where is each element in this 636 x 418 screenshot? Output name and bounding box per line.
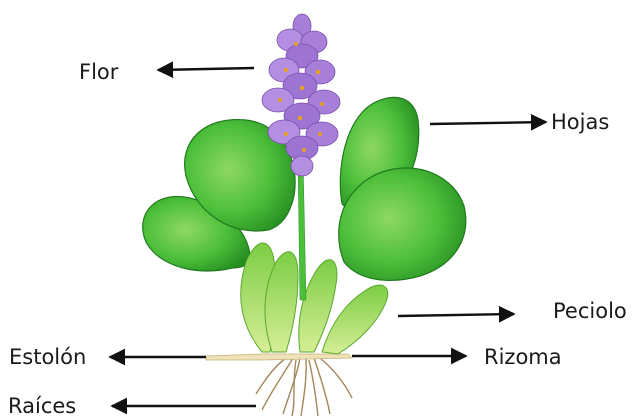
flower-stem	[298, 160, 306, 300]
label-hojas: Hojas	[551, 112, 609, 133]
label-raices: Raíces	[8, 396, 76, 417]
stolon	[206, 354, 352, 360]
label-flor: Flor	[79, 62, 118, 83]
label-estolon: Estolón	[9, 347, 86, 368]
arrow-peciolo	[398, 314, 514, 316]
label-peciolo: Peciolo	[553, 301, 627, 322]
arrow-hojas	[430, 122, 546, 124]
roots	[256, 358, 352, 416]
arrow-flor	[158, 68, 254, 70]
label-rizoma: Rizoma	[484, 347, 562, 368]
